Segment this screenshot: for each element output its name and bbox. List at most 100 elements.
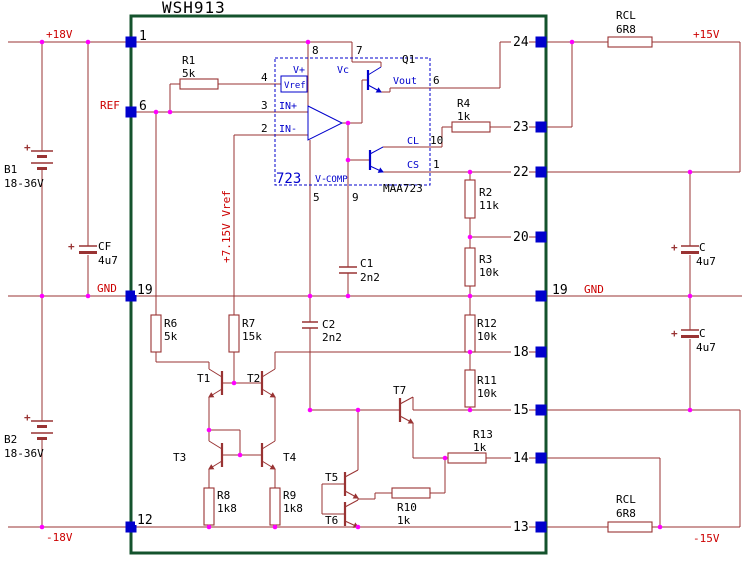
wire-internal-top <box>136 41 382 383</box>
wire-ic-area <box>309 41 536 296</box>
wire-external-left <box>8 41 126 528</box>
pin-label-1: 1 <box>139 29 147 44</box>
pad-24 <box>535 36 547 48</box>
module-title: WSH913 <box>162 0 226 17</box>
t1-emitter <box>208 388 223 398</box>
t6-emitter <box>344 520 359 528</box>
pin-label-19-left: 19 <box>137 283 153 298</box>
label-plus18v: +18V <box>46 28 73 41</box>
resistor-rcl-bottom <box>607 521 653 533</box>
ic-723 <box>274 57 431 186</box>
label-r4-ref: R4 <box>457 97 471 110</box>
label-r2-val: 11k <box>479 199 499 212</box>
transistor-bars <box>220 371 402 526</box>
label-r3-ref: R3 <box>479 253 492 266</box>
label-t3: T3 <box>173 451 186 464</box>
transistor-collector-base-leads <box>208 368 414 515</box>
opamp-symbol <box>307 105 344 141</box>
label-ctop-ref: C <box>699 241 706 254</box>
label-r1-val: 5k <box>182 67 196 80</box>
label-r1-ref: R1 <box>182 54 195 67</box>
label-plus15v: +15V <box>693 28 720 41</box>
pin-label-12: 12 <box>137 513 153 528</box>
ic-pin-10: 10 <box>430 134 443 147</box>
discrete-transistors <box>208 368 414 528</box>
label-r9-ref: R9 <box>283 489 296 502</box>
label-vplus: V+ <box>293 65 305 76</box>
pin-label-19-right: 19 <box>552 283 568 298</box>
resistor-r4 <box>451 121 491 133</box>
vref-block <box>280 75 308 93</box>
label-vminus: V- <box>315 174 327 185</box>
capacitor-c-bottom <box>681 329 699 338</box>
label-r6-ref: R6 <box>164 317 177 330</box>
label-r11-val: 10k <box>477 387 497 400</box>
plus-b1: + <box>24 141 31 154</box>
label-minus15v: -15V <box>693 532 720 545</box>
label-in-minus: IN- <box>279 124 297 135</box>
wire-segments <box>8 41 742 528</box>
pin-label-13: 13 <box>513 520 529 535</box>
resistor-r2 <box>464 179 476 219</box>
label-b2-ref: B2 <box>4 433 17 446</box>
label-cf-ref: CF <box>98 240 111 253</box>
label-vref-block: Vref <box>284 81 306 91</box>
ic-labels: Vref V+ Vc Vout CL CS IN+ IN- V- COMP 72… <box>261 44 443 204</box>
label-723: 723 <box>276 171 301 187</box>
label-t4: T4 <box>283 451 297 464</box>
label-c2-val: 2n2 <box>322 331 342 344</box>
pin-label-23: 23 <box>513 120 529 135</box>
resistor-r1 <box>179 78 219 90</box>
label-rclbot-ref: RCL <box>616 493 636 506</box>
ic-pin-4: 4 <box>261 71 268 84</box>
label-b1-val: 18-36V <box>4 177 44 190</box>
pin-label-6: 6 <box>139 99 147 114</box>
pin-label-20: 20 <box>513 230 529 245</box>
label-r7-val: 15k <box>242 330 262 343</box>
label-r8-val: 1k8 <box>217 502 237 515</box>
pin-label-22: 22 <box>513 165 529 180</box>
label-r11-ref: R11 <box>477 374 497 387</box>
pin-label-15: 15 <box>513 403 529 418</box>
pad-20 <box>535 231 547 243</box>
pad-18 <box>535 346 547 358</box>
pad-23 <box>535 121 547 133</box>
label-cf-val: 4u7 <box>98 254 118 267</box>
label-vref-rail: +7.15V Vref <box>220 190 233 263</box>
component-labels: R1 5k R4 1k R2 11k R3 10k R12 10k R11 10… <box>4 9 716 527</box>
battery-b1 <box>31 150 53 170</box>
resistor-r9 <box>269 487 281 526</box>
pad-13 <box>535 521 547 533</box>
ic-pin-9: 9 <box>352 191 359 204</box>
pin-label-14: 14 <box>513 451 529 466</box>
label-t6: T6 <box>325 514 338 527</box>
module-pads <box>125 36 547 533</box>
t4-emitter <box>261 460 276 470</box>
label-in-plus: IN+ <box>279 101 297 112</box>
pad-19-right <box>535 290 547 302</box>
t2-emitter <box>261 388 276 398</box>
label-maa723: MAA723 <box>383 182 423 195</box>
ic-pin-8: 8 <box>312 44 319 57</box>
ic-pin-3: 3 <box>261 99 268 112</box>
resistor-r8 <box>203 487 215 526</box>
plus-c-bot: + <box>671 327 678 340</box>
pad-19-left <box>125 290 137 302</box>
resistor-r3 <box>464 247 476 287</box>
label-rcltop-ref: RCL <box>616 9 636 22</box>
label-r13-ref: R13 <box>473 428 493 441</box>
label-r8-ref: R8 <box>217 489 230 502</box>
label-minus18v: -18V <box>46 531 73 544</box>
label-ctop-val: 4u7 <box>696 255 716 268</box>
pin-label-24: 24 <box>513 35 529 50</box>
label-cbot-val: 4u7 <box>696 341 716 354</box>
pin-label-18: 18 <box>513 345 529 360</box>
label-r12-val: 10k <box>477 330 497 343</box>
resistor-bodies <box>150 36 653 533</box>
pad-15 <box>535 404 547 416</box>
label-t7: T7 <box>393 384 406 397</box>
cl-transistor-emitter <box>369 165 384 173</box>
label-gnd-left: GND <box>97 282 117 295</box>
resistor-r13 <box>447 452 487 464</box>
